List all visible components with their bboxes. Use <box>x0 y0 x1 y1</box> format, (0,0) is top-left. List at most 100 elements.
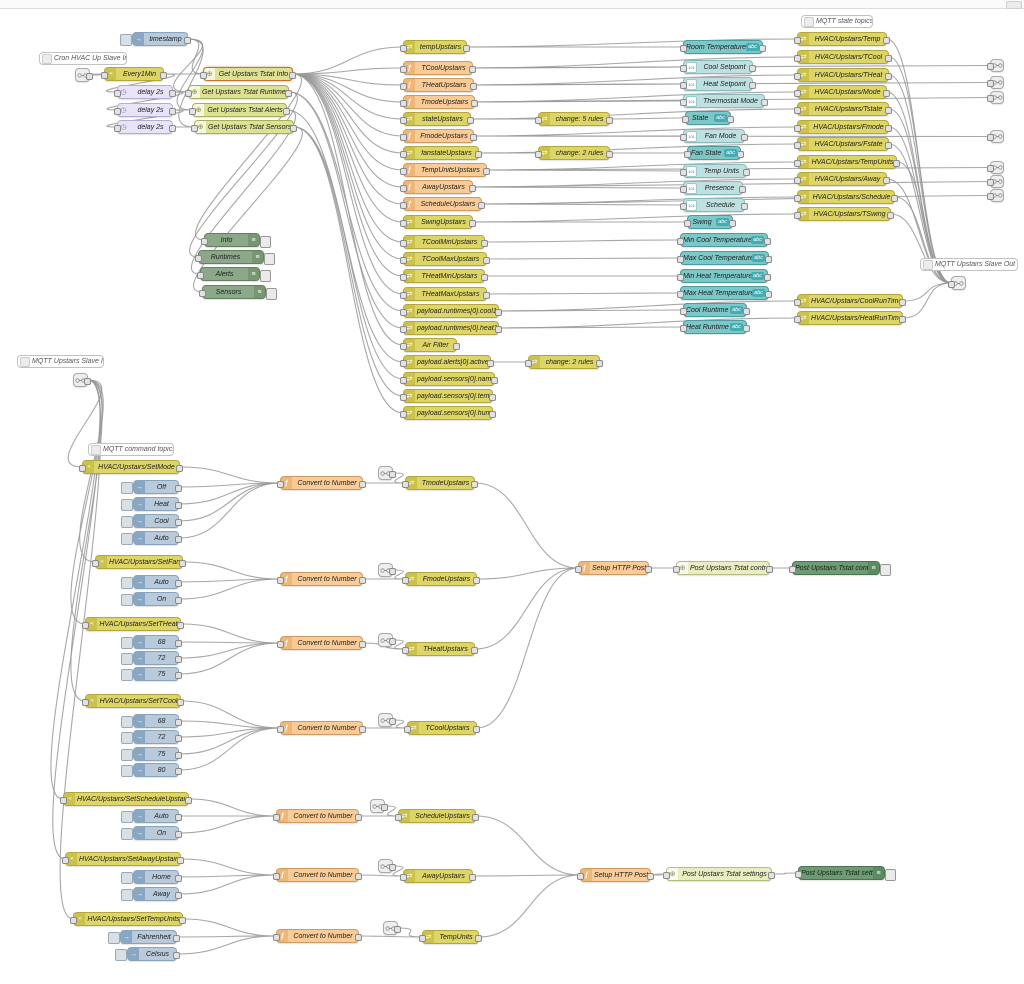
inject-button[interactable] <box>121 716 133 728</box>
node-dbg-sensors[interactable]: Sensors≡ <box>199 285 277 300</box>
node-li5[interactable] <box>370 799 388 813</box>
node-sw-setmode[interactable]: -<HVAC/Upstairs/SetMode <box>79 460 183 474</box>
node-li7[interactable] <box>383 921 401 935</box>
debug-toggle-button[interactable] <box>885 868 896 881</box>
node-li4[interactable] <box>378 713 396 727</box>
node-inj-away[interactable]: →Away <box>121 887 182 901</box>
node-inj-cool[interactable]: →Cool <box>121 514 182 528</box>
node-sw-settheat[interactable]: -<HVAC/Upstairs/SetTHeat <box>82 617 184 631</box>
node-inj-fauto[interactable]: →Auto <box>121 575 182 589</box>
inject-button[interactable] <box>121 594 133 606</box>
node-inj-fon[interactable]: →On <box>121 592 182 606</box>
node-dbg-runtimes[interactable]: Runtimes≡ <box>195 250 275 265</box>
node-inj-son[interactable]: →On <box>121 826 182 840</box>
node-inj-c72[interactable]: →72 <box>121 730 182 744</box>
inject-button[interactable] <box>121 533 133 545</box>
inject-button[interactable] <box>121 516 133 528</box>
node-lo2[interactable] <box>987 76 1004 89</box>
node-fanstateUp[interactable]: ⇄fanstateUpstairs <box>400 146 482 160</box>
node-inj-cels[interactable]: →Celsius <box>115 947 180 961</box>
debug-toggle-button[interactable] <box>880 563 891 576</box>
inject-button[interactable] <box>121 889 133 901</box>
node-inj-c68[interactable]: →68 <box>121 714 182 728</box>
node-inj-off[interactable]: →Off <box>121 480 182 494</box>
node-dbg-ctrl[interactable]: Post Upstairs Tstat control≡ <box>789 561 891 576</box>
node-m-fmode[interactable]: ⇄HVAC/Upstairs/Fmode <box>794 120 892 134</box>
node-sw-setsched[interactable]: -<HVAC/Upstairs/SetScheduleUpstairs <box>60 792 192 806</box>
node-sw-setfan[interactable]: -<HVAC/Upstairs/SetFan <box>92 555 186 569</box>
node-tcoolmax[interactable]: ⇄TCoolMaxUpstairs <box>400 252 490 266</box>
node-y-sched[interactable]: ⇄ScheduleUpstairs <box>395 809 479 823</box>
node-link-in-top[interactable] <box>75 68 93 82</box>
node-inj-c75[interactable]: →75 <box>121 747 182 761</box>
node-inj-h75[interactable]: →75 <box>121 667 182 681</box>
inject-button[interactable] <box>121 811 133 823</box>
node-rt-cool1[interactable]: ⇄payload.runtimes[0].cool1 <box>400 304 502 318</box>
node-inj-h68[interactable]: →68 <box>121 635 182 649</box>
node-m-schedule[interactable]: ⇄HVAC/Upstairs/Schedule <box>794 190 898 204</box>
node-get-sensors[interactable]: ⊕Get Upstairs Tstat Sensors <box>191 120 297 134</box>
node-sn-hum[interactable]: ⇄payload.sensors[0].hum <box>400 406 496 420</box>
node-sw-settu[interactable]: -<HVAC/Upstairs/SetTempUnits <box>70 912 186 926</box>
node-post-set[interactable]: ⊕Post Upstairs Tstat settings <box>663 867 775 881</box>
inject-button[interactable] <box>121 482 133 494</box>
inject-button[interactable] <box>121 653 133 665</box>
inject-button[interactable] <box>121 669 133 681</box>
node-m-mode[interactable]: ⇄HVAC/Upstairs/Mode <box>794 85 890 99</box>
node-lo4[interactable] <box>987 130 1004 143</box>
node-y-tmode[interactable]: ⇄TmodeUpstairs <box>402 476 478 490</box>
inject-button[interactable] <box>121 765 133 777</box>
node-lo5[interactable] <box>987 161 1004 174</box>
node-m-fstate[interactable]: ⇄HVAC/Upstairs/Fstate <box>794 137 892 151</box>
node-sn-name[interactable]: ⇄payload.sensors[0].name <box>400 372 498 386</box>
node-inj-heat[interactable]: →Heat <box>121 497 182 511</box>
node-slavein-comment[interactable]: MQTT Upstairs Slave In <box>17 355 104 368</box>
node-m-tempunits[interactable]: ⇄HVAC/Upstairs/TempUnits <box>794 155 900 169</box>
inject-button[interactable] <box>120 34 132 46</box>
debug-toggle-button[interactable] <box>264 252 275 265</box>
inject-button[interactable] <box>121 499 133 511</box>
node-inj-sauto[interactable]: →Auto <box>121 809 182 823</box>
node-m-tswing[interactable]: ⇄HVAC/Upstairs/TSwing <box>794 207 894 221</box>
inject-button[interactable] <box>121 577 133 589</box>
node-tcoolmin[interactable]: ⇄TCoolMinUpstairs <box>400 235 488 249</box>
node-inj-h72[interactable]: →72 <box>121 651 182 665</box>
scrollbar-track[interactable] <box>0 0 1024 9</box>
node-y-tcool[interactable]: ⇄TCoolUpstairs <box>404 721 480 735</box>
node-inj-fahr[interactable]: →Fahrenheit <box>108 930 180 944</box>
node-m-temp[interactable]: ⇄HVAC/Upstairs/Temp <box>794 32 890 46</box>
node-get-runtimes[interactable]: ⊕Get Upstairs Tstat Runtimes <box>185 85 292 99</box>
debug-toggle-button[interactable] <box>260 269 271 282</box>
inject-button[interactable] <box>115 949 127 961</box>
node-inj-auto[interactable]: →Auto <box>121 531 182 545</box>
node-stateUp[interactable]: ⇄stateUpstairs <box>400 112 474 126</box>
node-state-topics[interactable]: MQTT state topics <box>801 15 873 28</box>
node-delay1[interactable]: ◷delay 2s <box>114 85 176 99</box>
